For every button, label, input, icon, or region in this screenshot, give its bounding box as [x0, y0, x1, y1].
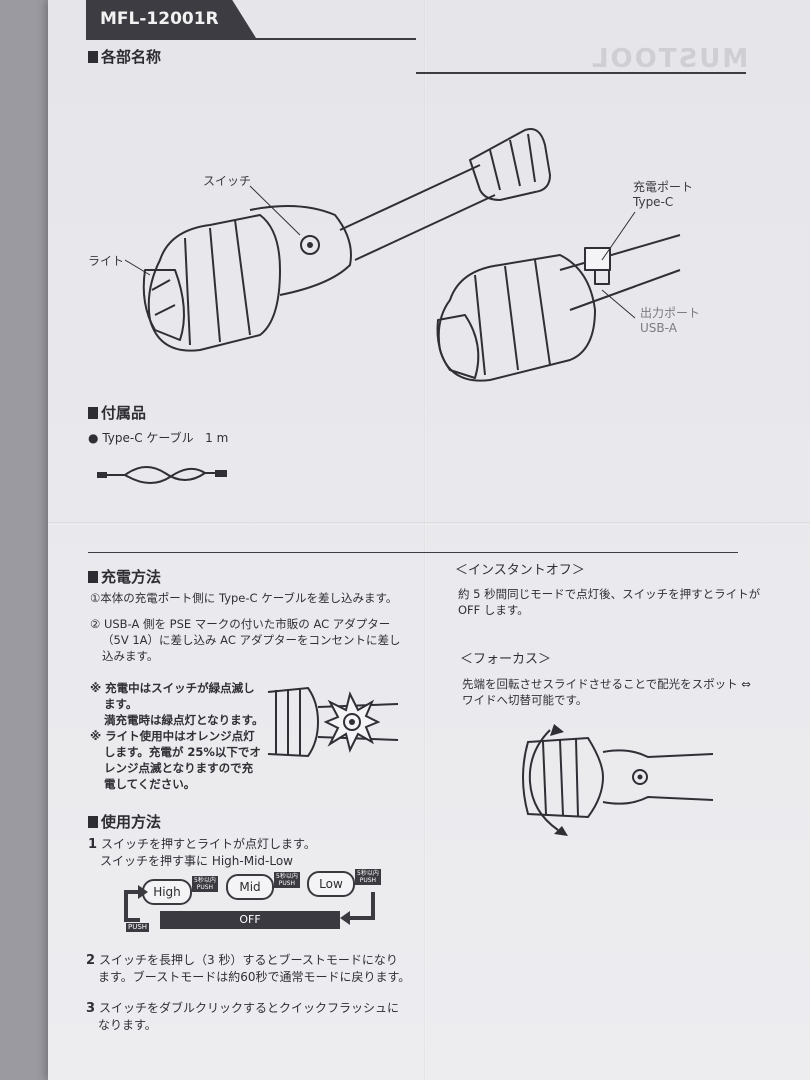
focus-text: 先端を回転させスライドさせることで配光をスポット ⇔ ワイドへ切替可能です。 [462, 676, 751, 708]
usage-step3-num: 3 [86, 1001, 96, 1016]
note2-line3: レンジ点滅となりますので充 [104, 761, 254, 775]
mode-flow-arrows [124, 885, 375, 925]
accessory-name: Type-C ケーブル [102, 431, 194, 445]
output-port-text: 出力ポート [640, 306, 701, 320]
header-rule-right [416, 72, 746, 74]
charge-port-text: 充電ポート [633, 180, 694, 194]
charging-step1: ①本体の充電ポート側に Type-C ケーブルを差し込みます。 [90, 591, 398, 605]
flashlight-illustration [124, 128, 551, 352]
header-rule [86, 38, 416, 40]
note1-line2: ます。 [104, 697, 138, 711]
charging-heading: 充電方法 [88, 566, 161, 587]
mode-mid: Mid [226, 874, 274, 900]
off-bar: OFF [160, 911, 340, 929]
push-3: PUSH [359, 877, 377, 884]
usage-step1-line2: スイッチを押す事に High-Mid-Low [100, 854, 293, 868]
usage-step3-line2: なります。 [98, 1018, 157, 1032]
light-label: ライト [88, 254, 125, 268]
focus-line1: 先端を回転させスライドさせることで配光をスポット ⇔ [462, 677, 751, 691]
bleed-through-logo: MUSTOOL [590, 44, 749, 74]
instant-off-line1: 約 5 秒間同じモードで点灯後、スイッチを押すとライトが [458, 587, 761, 601]
charge-port-label: 充電ポート Type-C [633, 180, 693, 210]
switch-label: スイッチ [203, 174, 252, 188]
fold-line-vertical [424, 0, 426, 1080]
cable-illustration [97, 466, 227, 484]
usage-step2-line1: スイッチを長押し（3 秒）するとブーストモードになり [99, 953, 398, 967]
charging-step2-line1: ② USB-A 側を PSE マークの付いた市販の AC アダプター [90, 617, 391, 631]
section-rule [88, 552, 738, 553]
within5s-1: 5秒以内 [194, 877, 216, 884]
mode-high: High [142, 879, 192, 905]
usage-heading: 使用方法 [88, 811, 161, 832]
switch-glow-illustration [267, 686, 399, 758]
model-number-tab: MFL-12001R [86, 0, 256, 38]
focus-line2: ワイドへ切替可能です。 [462, 693, 588, 707]
fold-line-horizontal [48, 522, 810, 525]
parts-heading: 各部名称 [88, 46, 161, 67]
within5s-3: 5秒以内 [357, 870, 379, 877]
note1-line1: ※ 充電中はスイッチが緑点滅し [90, 681, 255, 695]
accessory-item: ● Type-C ケーブル 1 m [88, 430, 228, 446]
note2-line2: します。充電が 25%以下でオ [104, 745, 261, 759]
flashlight-ports-illustration [436, 211, 681, 382]
usage-step2-num: 2 [86, 953, 96, 968]
charging-notes: ※ 充電中はスイッチが緑点滅し ます。 満充電時は緑点灯となります。 ※ ライト… [90, 680, 264, 792]
charging-step2-line2: （5V 1A）に差し込み AC アダプターをコンセントに差し [102, 633, 401, 647]
note2-line4: 電してください。 [104, 777, 196, 791]
charging-step2: ② USB-A 側を PSE マークの付いた市販の AC アダプター （5V 1… [90, 616, 401, 664]
output-port-type: USB-A [640, 321, 677, 335]
focus-heading: ＜フォーカス＞ [460, 652, 552, 667]
push-1: PUSH [196, 884, 214, 891]
note2-line1: ※ ライト使用中はオレンジ点灯 [90, 729, 255, 743]
accessory-length: 1 m [205, 431, 229, 445]
usage-step2-line2: ます。ブーストモードは約60秒で通常モードに戻ります。 [98, 970, 411, 984]
charge-port-type: Type-C [633, 195, 674, 209]
usage-step1-line1: スイッチを押すとライトが点灯します。 [101, 837, 316, 851]
usage-step3-line1: スイッチをダブルクリックするとクイックフラッシュに [99, 1001, 400, 1015]
bullet-icon: ● [88, 431, 99, 445]
within5s-2: 5秒以内 [276, 873, 298, 880]
instant-off-line2: OFF します。 [458, 603, 529, 617]
focus-illustration [522, 724, 714, 836]
push-2: PUSH [278, 880, 296, 887]
usage-step1-num: 1 [88, 837, 98, 852]
charging-step2-line3: 込みます。 [102, 649, 159, 663]
instant-off-text: 約 5 秒間同じモードで点灯後、スイッチを押すとライトが OFF します。 [458, 586, 760, 618]
instant-off-heading: ＜インスタントオフ＞ [455, 563, 585, 578]
note1-line3: 満充電時は緑点灯となります。 [104, 713, 264, 727]
output-port-label: 出力ポート USB-A [640, 306, 700, 336]
push-tag-off: PUSH [126, 923, 150, 932]
accessories-heading: 付属品 [88, 402, 146, 423]
mode-low: Low [307, 871, 355, 897]
